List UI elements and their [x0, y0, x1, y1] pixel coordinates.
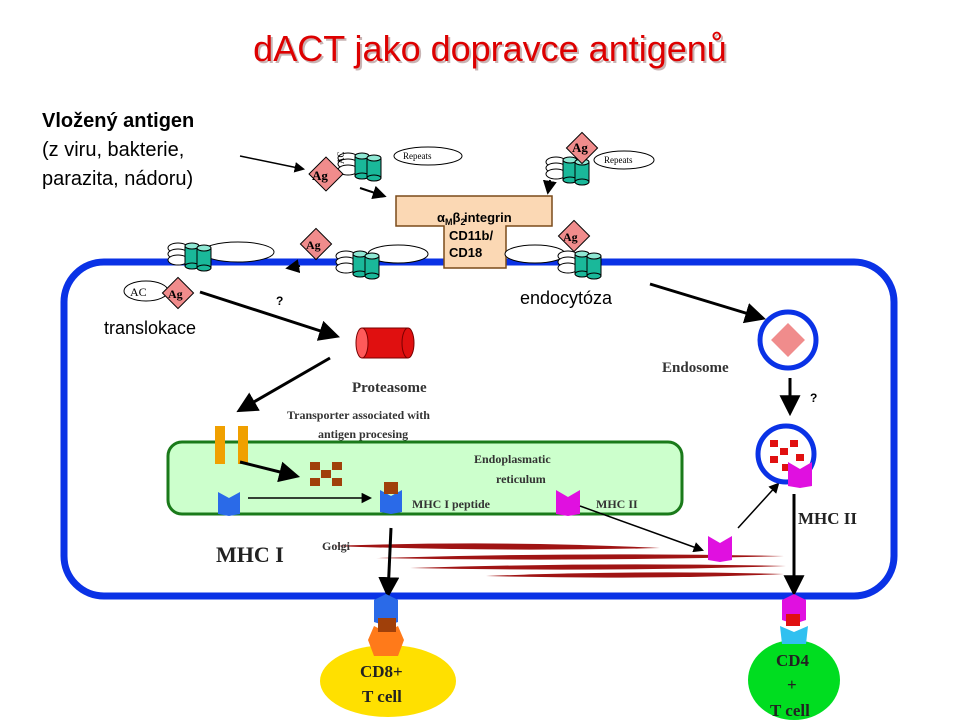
- mhc1-loaded: [380, 490, 402, 514]
- tap-label-line2: antigen procesing: [318, 427, 408, 441]
- arrow-antigen-note: [239, 155, 306, 173]
- integrin-label-line2: CD11b/: [449, 228, 493, 243]
- translokace-label: translokace: [104, 318, 196, 338]
- golgi-label: Golgi: [322, 539, 351, 553]
- arrow-toxin-to-integrin: [359, 185, 387, 200]
- proteasome: [355, 327, 415, 359]
- mhc1-peptide-label: MHC I peptide: [412, 497, 491, 511]
- arrow-endocytosis: [649, 282, 767, 324]
- membrane-oval: [504, 244, 566, 264]
- endoplasmic-reticulum: [166, 440, 684, 516]
- repeats-label: Repeats: [604, 155, 633, 165]
- ag-diamond: [308, 156, 344, 192]
- mhc2-surface-peptide: [786, 614, 800, 626]
- arrow-mhc2-to-endosome: [737, 482, 780, 529]
- cd8-label-line2: T cell: [362, 687, 402, 706]
- repeats-label: Repeats: [403, 151, 432, 161]
- ac-ag-translocated: AC Ag: [123, 276, 195, 310]
- arrow-mhc1-to-surface: [378, 527, 400, 599]
- mhc2-er-label: MHC II: [596, 497, 638, 511]
- cd4-t-cell: [748, 640, 840, 720]
- golgi-apparatus: [332, 543, 786, 578]
- ag-label: Ag: [306, 238, 321, 252]
- toxin-dact-top-right: Repeats Ag: [546, 131, 655, 185]
- repeats-oval: [393, 146, 463, 166]
- ag-label: Ag: [563, 230, 578, 244]
- mhc2-label: MHC II: [798, 509, 857, 528]
- mhc2-endosome: [788, 462, 812, 488]
- arrow-toxin-right-down: [542, 179, 557, 195]
- cd4-label-line1: CD4: [776, 651, 810, 670]
- page-title: dACT jako dopravce antigenů: [253, 28, 727, 69]
- ag-diamond: [557, 219, 591, 253]
- peptide-fragments: [310, 462, 342, 486]
- cd8-tcr: [368, 626, 404, 656]
- tap-label-line1: Transporter associated with: [287, 408, 430, 422]
- ac-label: AC: [130, 285, 147, 299]
- tap-transporter: [215, 426, 225, 464]
- question-mark: ?: [810, 391, 817, 405]
- cd8-label-line1: CD8+: [360, 662, 403, 681]
- ag-label: Ag: [312, 168, 328, 183]
- cd4-label-line3: T cell: [770, 701, 810, 720]
- arrow-mhc2-to-golgi: [579, 505, 704, 553]
- arrow-proteasome-to-tap: [236, 356, 331, 413]
- toxin-membrane-right: Ag: [557, 219, 601, 279]
- cd4-label-line2: +: [787, 675, 797, 694]
- arrow-mid-toxin: [285, 259, 301, 274]
- integrin-label-line3: CD18: [449, 245, 482, 260]
- arrow-tap-to-er: [239, 460, 301, 483]
- inserted-antigen-note: Vložený antigen (z viru, bakterie, paraz…: [42, 107, 194, 194]
- question-mark: ?: [276, 294, 283, 308]
- ag-diamond: [161, 276, 195, 310]
- antigen-note-line: parazita, nádoru): [42, 168, 194, 190]
- er-label-line1: Endoplasmatic: [474, 452, 551, 466]
- ag-label: Ag: [572, 140, 588, 155]
- tap-transporter: [238, 426, 248, 464]
- cd8-t-cell: [320, 645, 456, 717]
- ag-diamond: [565, 131, 599, 165]
- proteasome-label: Proteasome: [352, 380, 427, 396]
- mhc1-empty: [218, 492, 240, 516]
- endosome-label: Endosome: [662, 360, 729, 376]
- repeats-oval: [593, 150, 655, 170]
- mhc1-label: MHC I: [216, 542, 284, 567]
- toxin-dact-top-left: Repeats Ag AC: [308, 146, 463, 192]
- arrow-translocation: [199, 290, 340, 341]
- er-label-line2: reticulum: [496, 472, 546, 486]
- integrin-alpha-label: αMβ2: [437, 210, 465, 227]
- mhc2-er: [556, 490, 580, 516]
- antigen-note-line: (z viru, bakterie,: [42, 139, 185, 161]
- membrane-oval: [201, 241, 275, 263]
- cd4-tcr: [780, 626, 808, 644]
- mhc2-golgi: [708, 536, 732, 562]
- antigen-note-line: Vložený antigen: [42, 110, 195, 132]
- ag-label: Ag: [168, 287, 183, 301]
- endocytoza-label: endocytóza: [520, 288, 613, 308]
- mhc1-surface-peptide: [378, 618, 396, 632]
- mhc1-peptide: [384, 482, 398, 494]
- ac-label: AC: [336, 151, 346, 164]
- ag-diamond: [299, 227, 333, 261]
- endosome-fragments: [770, 440, 804, 471]
- toxin-membrane-left: [168, 243, 211, 271]
- integrin-label-line1: integrin: [464, 210, 512, 225]
- toxin-membrane-mid: Ag: [299, 227, 379, 279]
- integrin-receptor: [395, 195, 553, 269]
